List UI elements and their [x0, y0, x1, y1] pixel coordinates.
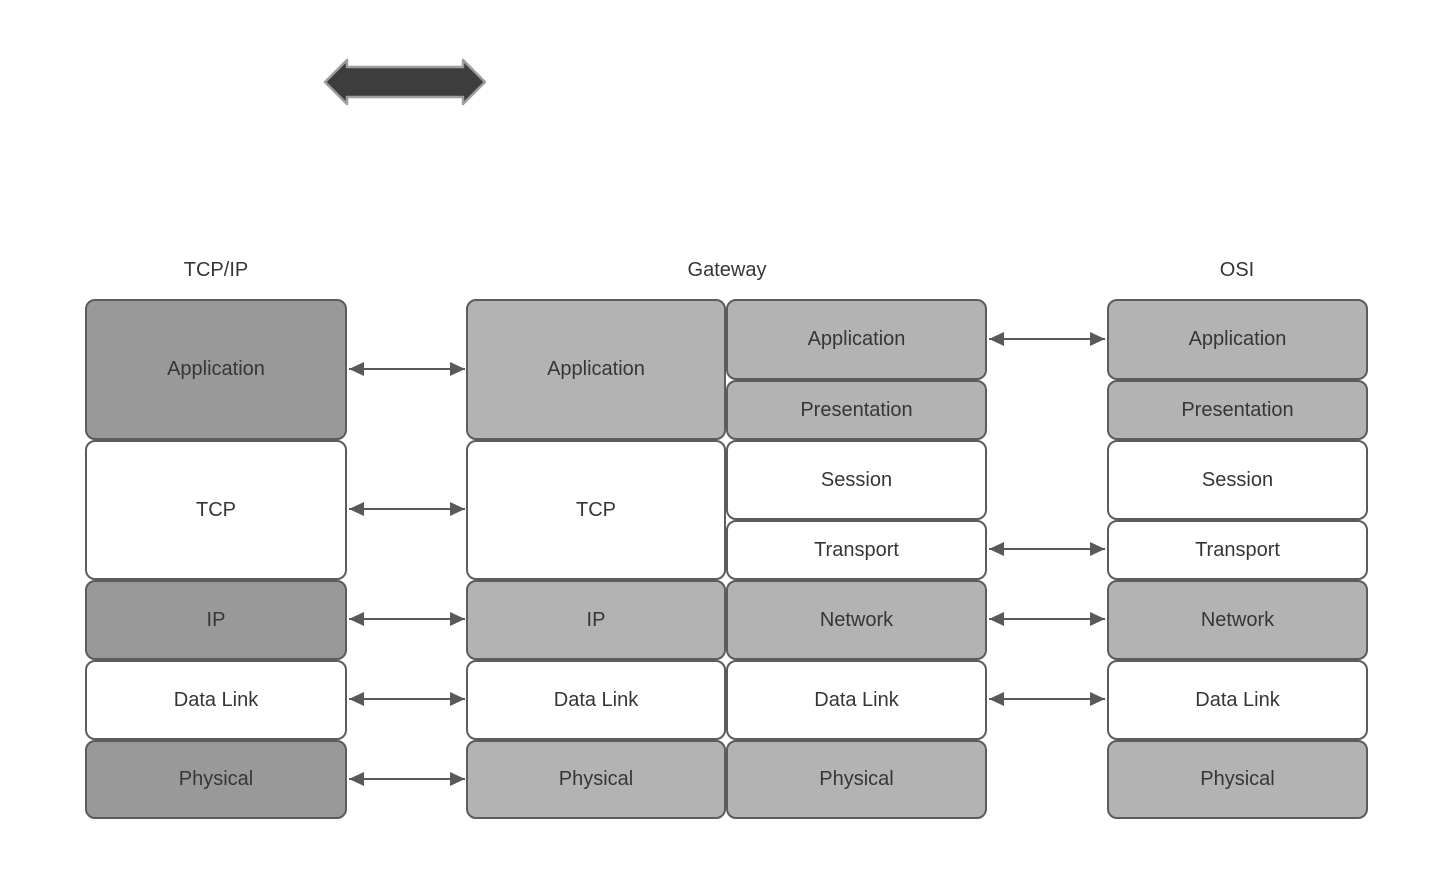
arrow-gateway-osi-transport — [989, 542, 1105, 556]
gateway-right-application: Application — [726, 299, 987, 380]
gateway-left-physical: Physical — [466, 740, 726, 819]
osi-layer-application: Application — [1107, 299, 1368, 380]
gateway-right-presentation: Presentation — [726, 380, 987, 440]
tcpip-layer-physical: Physical — [85, 740, 347, 819]
arrow-tcpip-gateway-physical — [349, 772, 465, 786]
gateway-left-application: Application — [466, 299, 726, 440]
osi-layer-datalink: Data Link — [1107, 660, 1368, 740]
column-header-osi: OSI — [1219, 259, 1255, 281]
tcpip-layer-ip: IP — [85, 580, 347, 660]
arrow-tcpip-gateway-ip — [349, 612, 465, 626]
arrow-gateway-osi-application — [989, 332, 1105, 346]
double-arrow-icon — [323, 58, 487, 106]
gateway-right-physical: Physical — [726, 740, 987, 819]
gateway-right-session: Session — [726, 440, 987, 520]
gateway-right-network: Network — [726, 580, 987, 660]
gateway-left-ip: IP — [466, 580, 726, 660]
arrow-tcpip-gateway-application — [349, 362, 465, 376]
gateway-right-datalink: Data Link — [726, 660, 987, 740]
osi-layer-physical: Physical — [1107, 740, 1368, 819]
column-header-gateway: Gateway — [687, 259, 767, 281]
osi-layer-transport: Transport — [1107, 520, 1368, 580]
gateway-right-transport: Transport — [726, 520, 987, 580]
arrow-gateway-osi-network — [989, 612, 1105, 626]
arrow-tcpip-gateway-datalink — [349, 692, 465, 706]
arrow-gateway-osi-datalink — [989, 692, 1105, 706]
tcpip-layer-application: Application — [85, 299, 347, 440]
osi-layer-session: Session — [1107, 440, 1368, 520]
column-header-tcpip: TCP/IP — [183, 259, 249, 281]
gateway-left-datalink: Data Link — [466, 660, 726, 740]
osi-layer-network: Network — [1107, 580, 1368, 660]
gateway-left-tcp: TCP — [466, 440, 726, 580]
osi-layer-presentation: Presentation — [1107, 380, 1368, 440]
tcpip-layer-tcp: TCP — [85, 440, 347, 580]
tcpip-layer-datalink: Data Link — [85, 660, 347, 740]
arrow-tcpip-gateway-tcp — [349, 502, 465, 516]
